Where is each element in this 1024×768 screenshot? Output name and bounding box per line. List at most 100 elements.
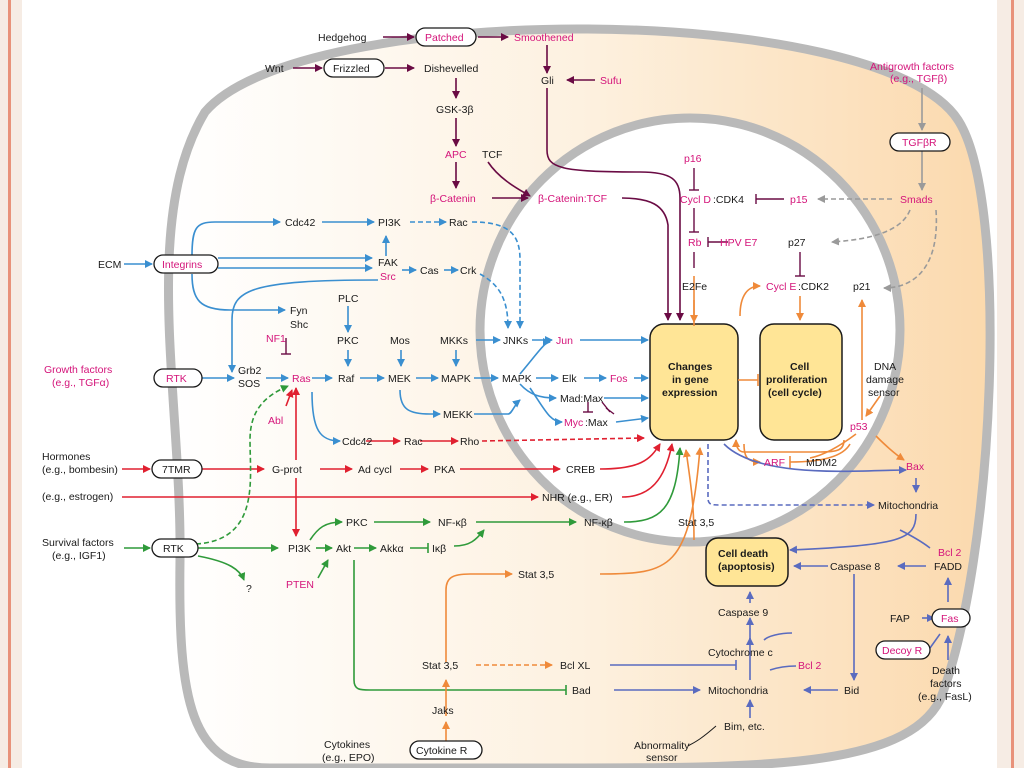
nfkb2-label: NF-κβ	[584, 517, 613, 529]
smads-label: Smads	[900, 194, 933, 206]
integrin-mapk-arrows	[124, 218, 649, 445]
antigrowth-label-1: Antigrowth factors	[870, 61, 954, 73]
gprot-label: G-prot	[272, 464, 302, 476]
mycmax-label: :Max	[585, 417, 609, 429]
rho-label: Rho	[460, 436, 479, 448]
rtk2-label: RTK	[163, 543, 184, 555]
bcatenin-label: β-Catenin	[430, 193, 476, 205]
tgfbr-label: TGFβR	[902, 137, 937, 149]
cas-label: Cas	[420, 265, 439, 277]
caspase9-label: Caspase 9	[718, 607, 768, 619]
unknown-label: ?	[246, 583, 252, 595]
sufu-label: Sufu	[600, 75, 622, 87]
bcl2a-label: Bcl 2	[938, 547, 962, 559]
apoptosis-arrows	[610, 443, 952, 718]
cellprolif-label-3: (cell cycle)	[768, 387, 822, 399]
e2fe-label: E2Fe	[682, 281, 707, 293]
changes-label-3: expression	[662, 387, 717, 399]
pka-label: PKA	[434, 464, 455, 476]
bcatenin-tcf-label: β-Catenin:TCF	[538, 193, 607, 205]
mekk-label: MEKK	[443, 409, 473, 421]
tgf-arrows	[817, 88, 938, 292]
arf-label: ARF	[764, 457, 785, 469]
bad-label: Bad	[572, 685, 591, 697]
myc-label: Myc	[564, 417, 583, 429]
right-border-stripe	[1011, 0, 1014, 768]
akka-label: Akkα	[380, 543, 404, 555]
sos-label: SOS	[238, 378, 260, 390]
mkks-label: MKKs	[440, 335, 468, 347]
pi3ka-label: PI3K	[378, 217, 401, 229]
p21-label: p21	[853, 281, 871, 293]
death-label-3: (e.g., FasL)	[918, 691, 972, 703]
apc-label: APC	[445, 149, 467, 161]
orange-cell-cycle-arrows	[442, 276, 905, 750]
tmr-box	[151, 459, 203, 479]
cdk4-label: :CDK4	[713, 194, 744, 206]
ras-gprotein-arrows	[122, 387, 675, 537]
bax-label: Bax	[906, 461, 925, 473]
abnormality-label-2: sensor	[646, 752, 678, 764]
nhr-label: NHR (e.g., ER)	[542, 492, 613, 504]
celldeath-label-1: Cell death	[718, 548, 768, 560]
cycd-label: Cycl D	[680, 194, 711, 206]
survival-akt-arrows	[124, 447, 684, 695]
ecm-label: ECM	[98, 259, 121, 271]
decoyr-label: Decoy R	[882, 645, 923, 657]
cellprolif-label-2: proliferation	[766, 374, 827, 386]
rtk2-box	[151, 538, 199, 558]
frizzled-box	[323, 58, 385, 78]
tcf-label: TCF	[482, 149, 502, 161]
patched-box	[415, 27, 477, 47]
tmr-label: 7TMR	[162, 464, 191, 476]
stat35b-label: Stat 3,5	[518, 569, 554, 581]
mapk2-label: MAPK	[502, 373, 532, 385]
changes-label-2: in gene	[672, 374, 709, 386]
smoothened-label: Smoothened	[514, 32, 574, 44]
mek-label: MEK	[388, 373, 411, 385]
celldeath-label-2: (apoptosis)	[718, 561, 775, 573]
hormones-label-1: Hormones	[42, 451, 90, 463]
cyce-label: Cycl E	[766, 281, 796, 293]
shc-label: Shc	[290, 319, 308, 331]
ras-label: Ras	[292, 373, 311, 385]
bcl2b-label: Bcl 2	[798, 660, 822, 672]
growth-label-1: Growth factors	[44, 364, 112, 376]
left-border-stripe	[8, 0, 11, 768]
bim-label: Bim, etc.	[724, 721, 765, 733]
fas-label: Fas	[941, 613, 959, 625]
akt-label: Akt	[336, 543, 351, 555]
cell-proliferation-box	[759, 323, 843, 441]
jaks-label: Jaks	[432, 705, 454, 717]
abl-label: Abl	[268, 415, 283, 427]
bclxl-label: Bcl XL	[560, 660, 591, 672]
src-label: Src	[380, 271, 396, 283]
p15-label: p15	[790, 194, 808, 206]
integrins-label: Integrins	[162, 259, 202, 271]
p16-label: p16	[684, 153, 702, 165]
ikb-label: Iκβ	[432, 543, 446, 555]
raf-label: Raf	[338, 373, 354, 385]
tgfbr-box	[889, 132, 951, 152]
jun-label: Jun	[556, 335, 573, 347]
crk-label: Crk	[460, 265, 477, 277]
pten-label: PTEN	[286, 579, 314, 591]
antigrowth-label-2: (e.g., TGFβ)	[890, 73, 947, 85]
rtk1-label: RTK	[166, 373, 187, 385]
wnt-label: Wnt	[265, 63, 284, 75]
rac1-label: Rac	[449, 217, 468, 229]
cellprolif-label-1: Cell	[790, 361, 809, 373]
dishevelled-label: Dishevelled	[424, 63, 478, 75]
hormones-label-2: (e.g., bombesin)	[42, 464, 118, 476]
fap-label: FAP	[890, 613, 910, 625]
inhibition-bars	[281, 168, 805, 415]
rac2-label: Rac	[404, 436, 423, 448]
mdm2-label: MDM2	[806, 457, 837, 469]
dna-label-2: damage	[866, 374, 904, 386]
death-label-1: Death	[932, 665, 960, 677]
rtk1-box	[153, 368, 203, 388]
pkc1-label: PKC	[337, 335, 359, 347]
hpve7-label: HPV E7	[720, 237, 758, 249]
survival-label-2: (e.g., IGF1)	[52, 550, 106, 562]
